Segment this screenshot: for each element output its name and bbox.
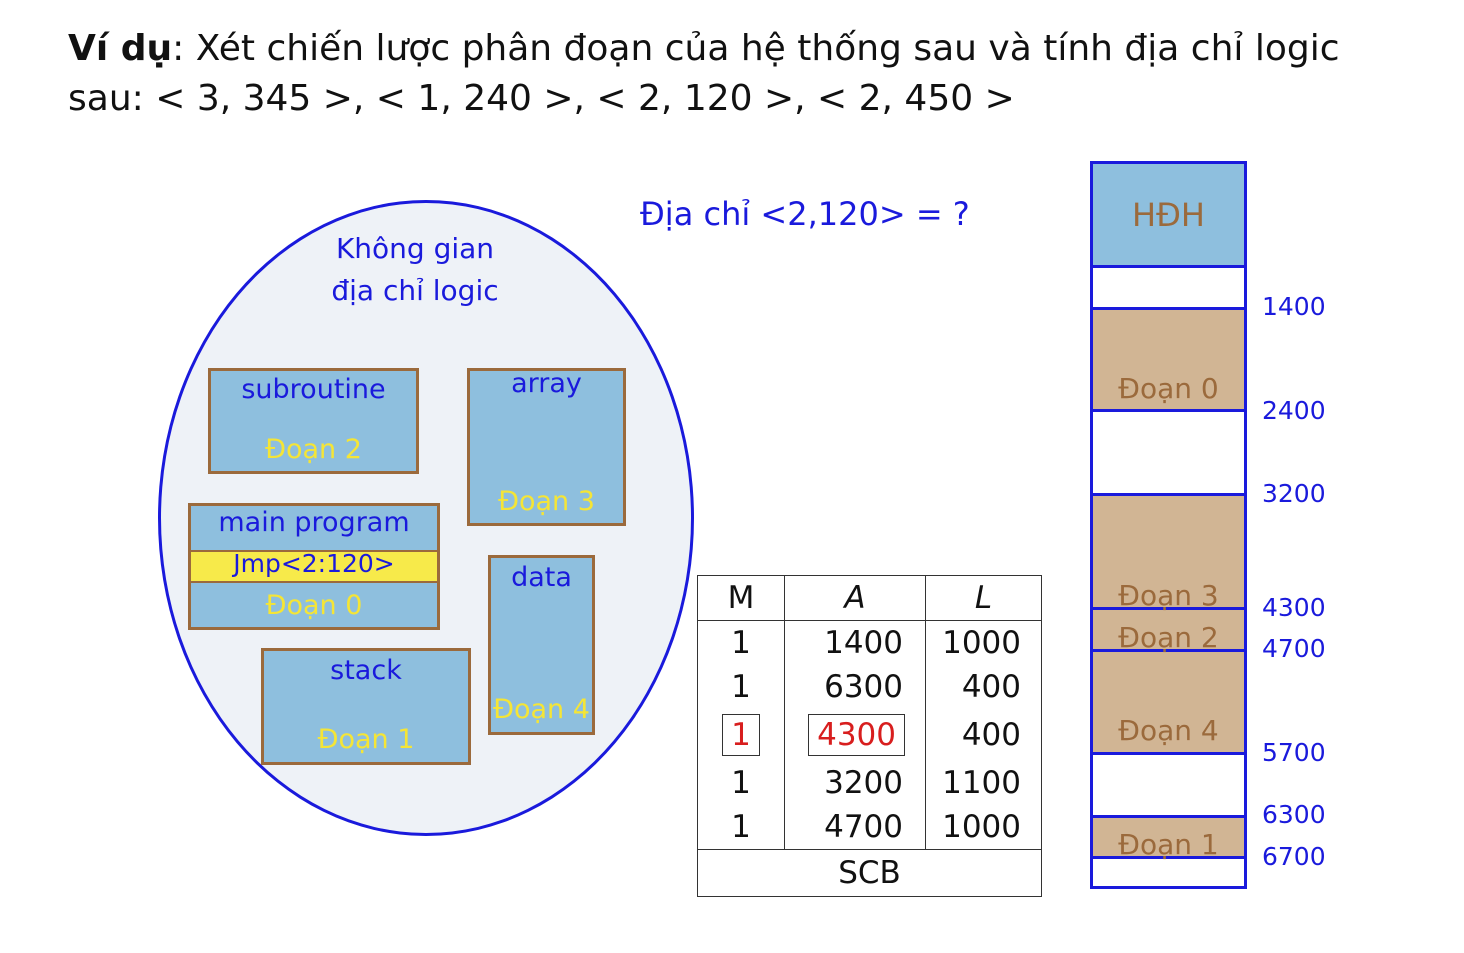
memory-seg3-seg2-seg4-block	[1093, 495, 1244, 753]
scb-cell-a-highlight: 4300	[808, 714, 905, 756]
scb-cell-m: 1	[697, 665, 785, 709]
scb-row-highlighted: 1 4300 400	[697, 709, 1042, 761]
scb-cell-a: 1400	[784, 620, 926, 665]
scb-header-row: M A L	[697, 575, 1042, 621]
subroutine-label: subroutine	[241, 374, 386, 405]
scb-row: 1 1400 1000	[697, 620, 1042, 665]
memory-divider	[1090, 607, 1247, 610]
memory-os-label: HĐH	[1132, 196, 1205, 234]
segment-stack	[261, 648, 471, 765]
scb-table: M A L 1 1400 1000 1 6300 400 1 4300 400 …	[697, 575, 1042, 897]
memory-divider	[1090, 649, 1247, 652]
scb-row: 1 4700 1000	[697, 805, 1042, 850]
scb-header-m: M	[697, 575, 785, 621]
memory-os-block	[1093, 164, 1244, 266]
segment-subroutine	[208, 368, 419, 474]
memory-address-label: 2400	[1262, 396, 1326, 425]
data-segment-label: Đoạn 4	[493, 694, 590, 725]
logical-space-title: Không gian địa chỉ logic	[310, 228, 520, 312]
memory-divider	[1090, 493, 1247, 496]
scb-cell-m: 1	[697, 761, 785, 805]
memory-seg0-block	[1093, 309, 1244, 410]
memory-address-label: 3200	[1262, 479, 1326, 508]
title-line2: sau: < 3, 345 >, < 1, 240 >, < 2, 120 >,…	[68, 78, 1015, 119]
title-line1: : Xét chiến lược phân đoạn của hệ thống …	[172, 28, 1340, 69]
stack-label: stack	[330, 655, 402, 686]
memory-divider	[1090, 815, 1247, 818]
memory-address-label: 4300	[1262, 593, 1326, 622]
scb-cell-l: 1000	[925, 805, 1042, 850]
memory-divider	[1090, 752, 1247, 755]
scb-header-a: A	[784, 575, 926, 621]
slide-title: Ví dụ: Xét chiến lược phân đoạn của hệ t…	[68, 24, 1448, 124]
scb-row: 1 3200 1100	[697, 761, 1042, 805]
scb-cell-l: 400	[925, 709, 1042, 761]
memory-seg3-label: Đoạn 3	[1118, 579, 1219, 612]
subroutine-segment-label: Đoạn 2	[265, 434, 362, 465]
physical-memory	[1090, 161, 1247, 889]
memory-address-label: 6700	[1262, 842, 1326, 871]
memory-divider	[1090, 307, 1247, 310]
scb-cell-l: 1000	[925, 620, 1042, 665]
array-segment-label: Đoạn 3	[498, 486, 595, 517]
memory-address-label: 1400	[1262, 292, 1326, 321]
data-label: data	[511, 562, 572, 593]
memory-divider	[1090, 265, 1247, 268]
main-segment-label: Đoạn 0	[265, 590, 363, 621]
scb-footer: SCB	[697, 849, 1042, 897]
question-text: Địa chỉ <2,120> = ?	[640, 195, 970, 233]
scb-cell-m-highlight: 1	[722, 714, 760, 756]
memory-address-label: 4700	[1262, 634, 1326, 663]
memory-seg1-label: Đoạn 1	[1118, 828, 1219, 861]
scb-row: 1 6300 400	[697, 665, 1042, 709]
memory-seg4-label: Đoạn 4	[1118, 714, 1219, 747]
memory-seg0-label: Đoạn 0	[1118, 372, 1219, 405]
scb-cell-a: 6300	[784, 665, 926, 709]
memory-divider	[1090, 409, 1247, 412]
memory-address-label: 6300	[1262, 800, 1326, 829]
title-bold-lead: Ví dụ	[68, 28, 173, 69]
scb-cell-l: 400	[925, 665, 1042, 709]
scb-cell-m: 1	[697, 805, 785, 850]
scb-cell-l: 1100	[925, 761, 1042, 805]
segment-array	[467, 368, 626, 526]
array-label: array	[511, 368, 582, 399]
scb-cell-m: 1	[697, 620, 785, 665]
memory-address-label: 5700	[1262, 738, 1326, 767]
segment-data	[488, 555, 595, 735]
stack-segment-label: Đoạn 1	[317, 724, 415, 755]
logical-space-title-line2: địa chỉ logic	[331, 274, 499, 307]
jmp-instruction-bar	[191, 550, 437, 583]
scb-cell-a: 4700	[784, 805, 926, 850]
scb-header-l: L	[925, 575, 1042, 621]
memory-seg2-label: Đoạn 2	[1118, 621, 1219, 654]
scb-footer-row: SCB	[697, 849, 1042, 897]
scb-cell-a: 3200	[784, 761, 926, 805]
jmp-instruction-label: Jmp<2:120>	[233, 549, 395, 578]
main-program-label: main program	[218, 507, 410, 538]
memory-divider	[1090, 856, 1247, 859]
memory-seg1-block	[1093, 817, 1244, 857]
logical-space-title-line1: Không gian	[335, 232, 495, 265]
